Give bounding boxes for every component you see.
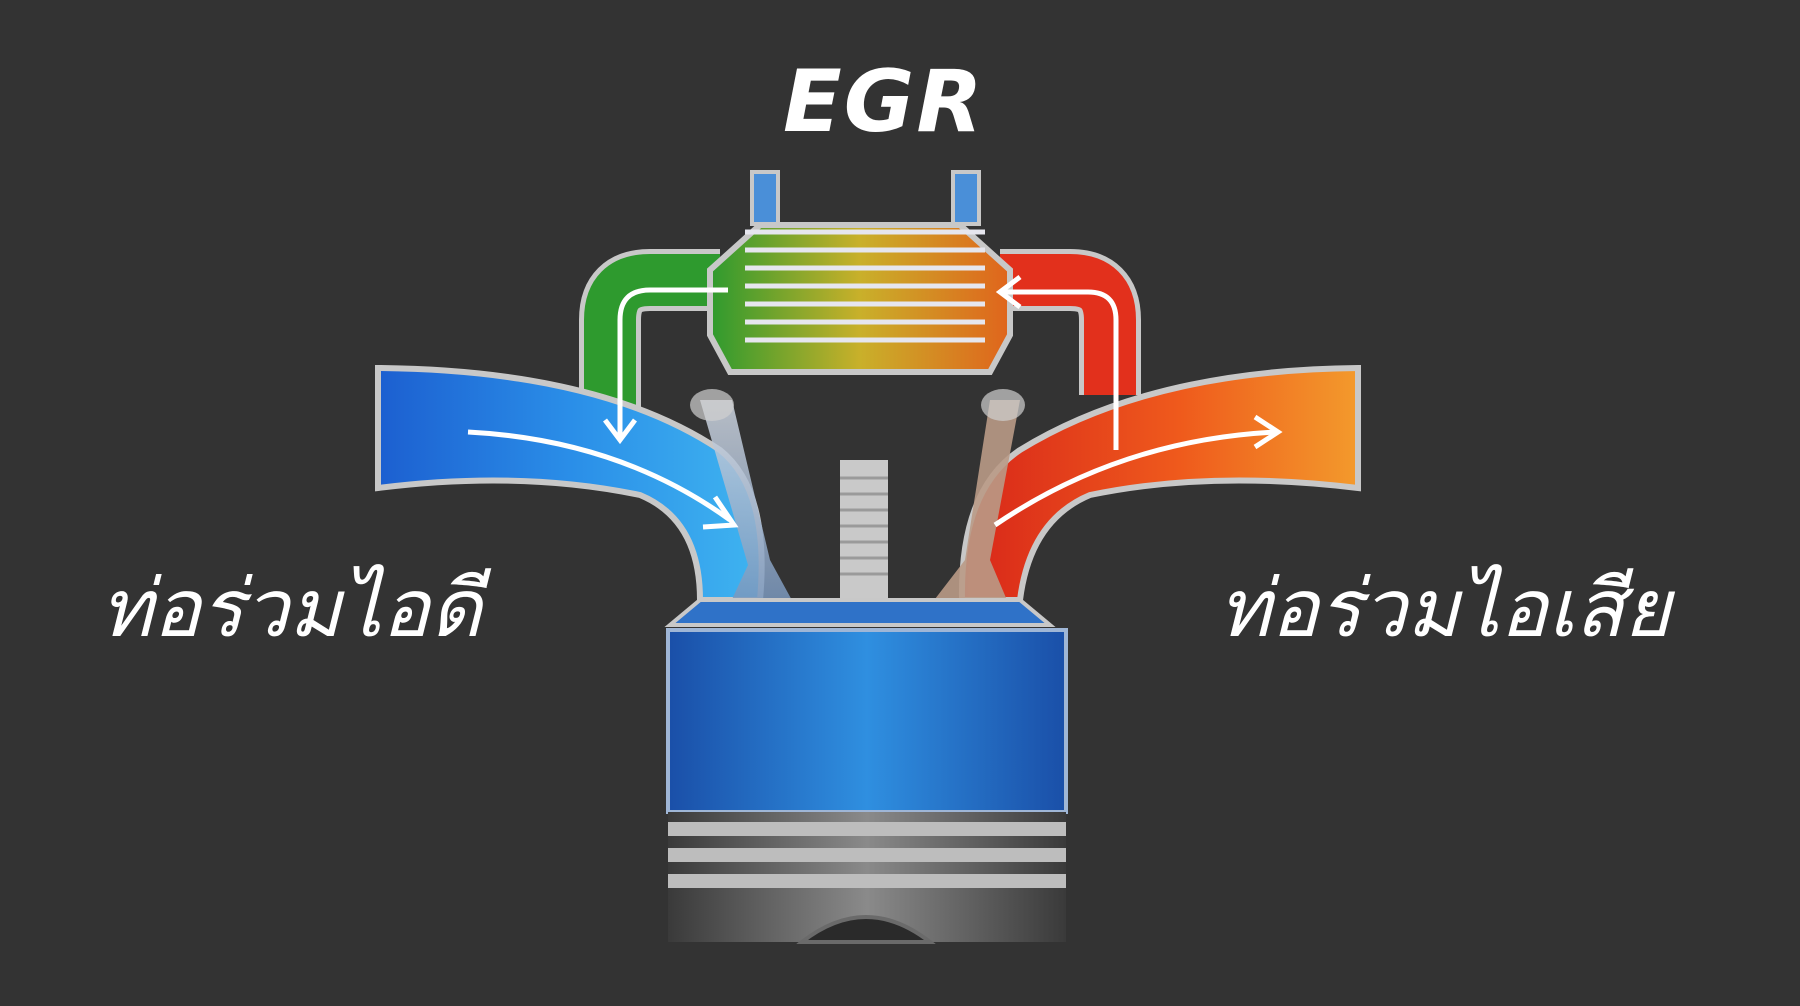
exhaust-flow-arrow	[993, 429, 1276, 528]
exhaust-arrowhead	[1253, 414, 1283, 450]
egr-supply-arrowhead	[995, 275, 1022, 309]
egr-return-pipe-fill	[584, 254, 720, 410]
egr-return-arrow	[617, 287, 728, 438]
intake-manifold-label: ท่อร่วมไอดี	[100, 562, 482, 655]
piston-icon	[668, 812, 1066, 944]
egr-supply-pipe-fill	[1000, 254, 1136, 395]
exhaust-manifold-label: ท่อร่วมไอเสีย	[1218, 562, 1671, 655]
egr-title: EGR	[783, 52, 985, 152]
cylinder	[666, 628, 1068, 814]
egr-cooler-icon	[707, 170, 1013, 375]
intake-flow-arrow	[467, 429, 732, 523]
egr-return-arrowhead	[603, 418, 637, 445]
egr-supply-arrow	[1003, 289, 1119, 450]
intake-valve-icon	[690, 389, 800, 625]
spark-plug-icon	[840, 460, 888, 620]
combustion-chamber	[664, 598, 1056, 627]
intake-arrowhead	[702, 495, 739, 530]
flow-arrows	[467, 275, 1283, 530]
exhaust-valve-icon	[925, 389, 1025, 612]
